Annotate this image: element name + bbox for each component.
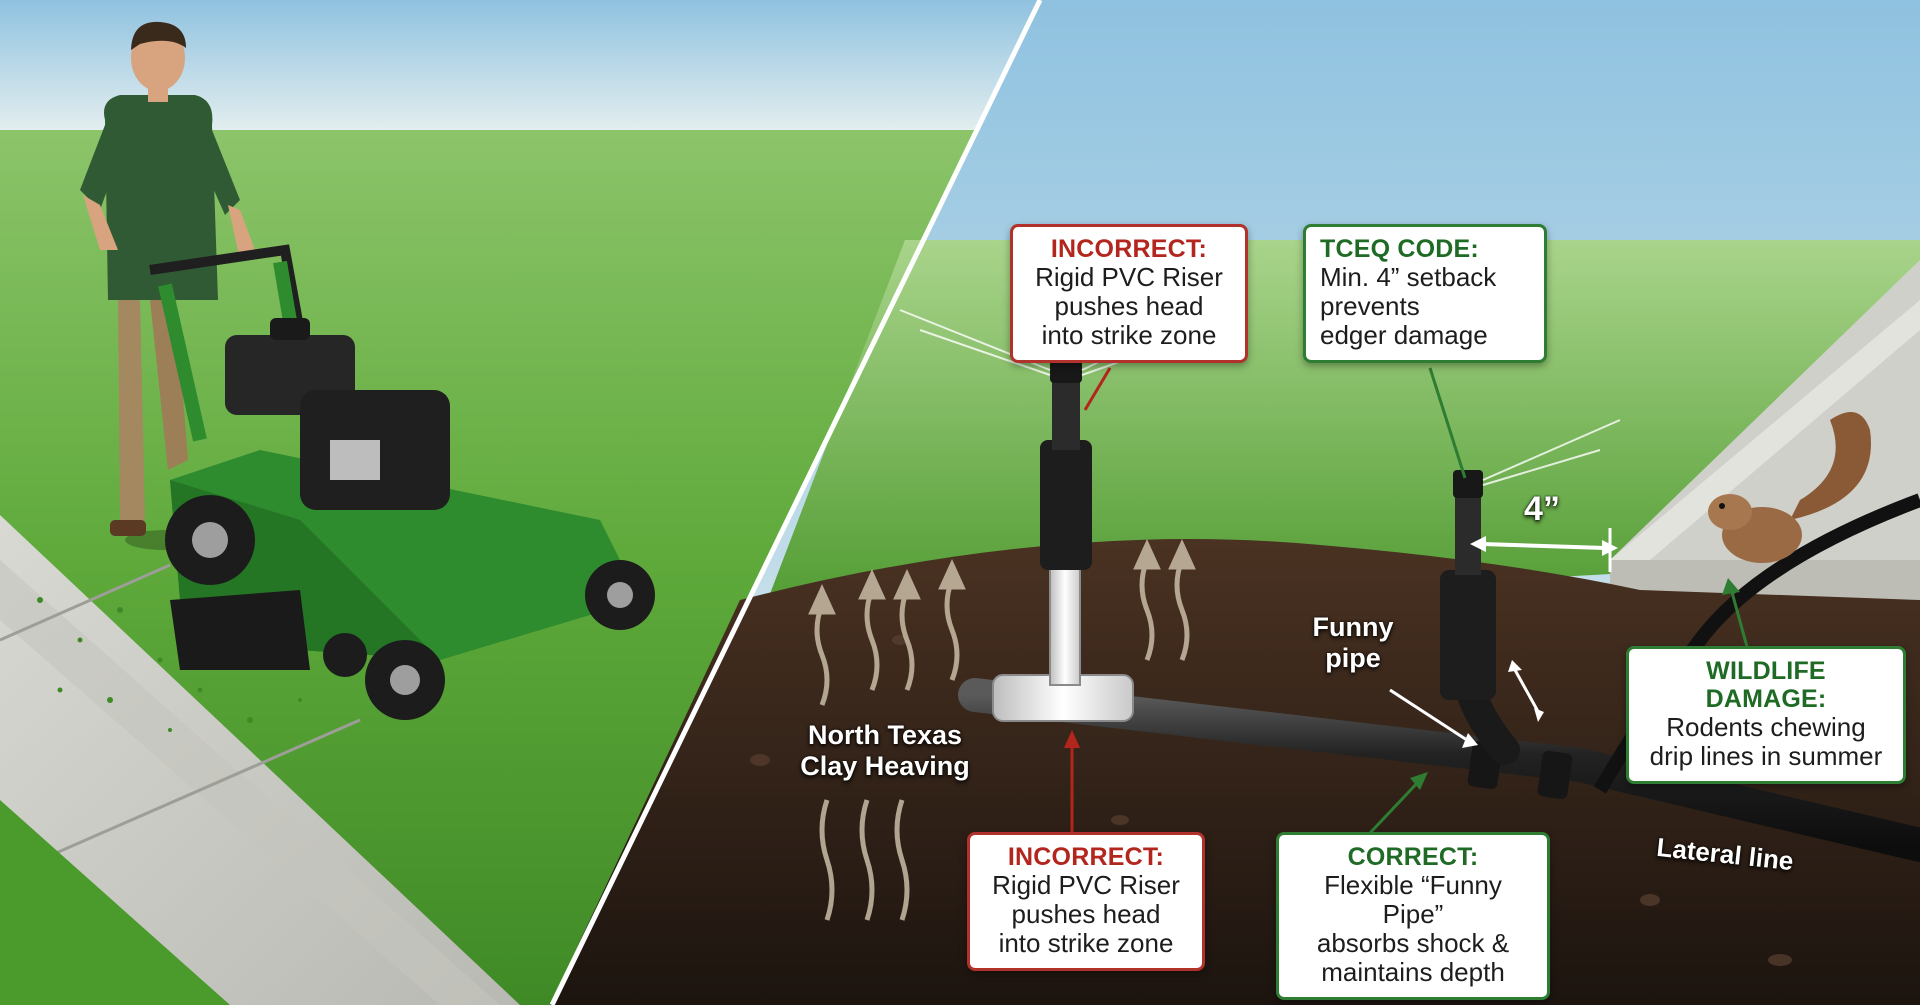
sprinkler-head-correct [1440,570,1496,700]
leader-tceq [1428,367,1467,479]
left-panel-mowing-scene [0,0,1040,1005]
callout-incorrect-top-heading: INCORRECT: [1050,235,1208,263]
label-clay-heaving: North Texas Clay Heaving [800,720,970,782]
leader-funny-pipe [1389,688,1471,744]
callout-incorrect-top-body: Rigid PVC Riser pushes head into strike … [1035,262,1223,351]
callout-tceq-code-heading: TCEQ CODE: [1320,235,1479,263]
leader-correct [1368,778,1422,835]
label-funny-pipe: Funny pipe [1312,612,1394,674]
callout-incorrect-bottom-body: Rigid PVC Riser pushes head into strike … [992,870,1180,959]
callout-wildlife-damage: WILDLIFE DAMAGE: Rodents chewing drip li… [1626,646,1906,785]
mower-operator [80,21,258,550]
callout-incorrect-bottom-heading: INCORRECT: [1007,843,1165,871]
callout-wildlife-damage-body: Rodents chewing drip lines in summer [1649,712,1883,772]
callout-incorrect-bottom: INCORRECT: Rigid PVC Riser pushes head i… [967,832,1205,972]
lawn-mower [149,244,655,720]
callout-tceq-code: TCEQ CODE: Min. 4” setback prevents edge… [1303,224,1547,364]
lateral-line-pipe [958,678,1920,862]
leader-incorrect-top [1083,367,1112,411]
callout-correct: CORRECT: Flexible “Funny Pipe” absorbs s… [1276,832,1550,1001]
squirrel [1708,412,1871,563]
callout-wildlife-damage-heading: WILDLIFE DAMAGE: [1705,657,1827,713]
callout-incorrect-top: INCORRECT: Rigid PVC Riser pushes head i… [1010,224,1248,364]
label-setback-dimension: 4” [1524,490,1560,528]
callout-tceq-code-body: Min. 4” setback prevents edger damage [1320,262,1497,351]
setback-dimension-line [1482,542,1606,550]
callout-correct-body: Flexible “Funny Pipe” absorbs shock & ma… [1316,870,1510,988]
funny-pipe-assembly [1440,470,1520,765]
sidewalk [0,515,520,1005]
soil-cross-section [550,539,1920,1005]
heave-arrows [808,538,1196,921]
pvc-riser [992,353,1134,722]
sprinkler-head-incorrect [1040,440,1092,570]
panel-divider [549,0,1043,1005]
callout-correct-heading: CORRECT: [1347,843,1479,871]
grass-clippings [37,597,302,732]
